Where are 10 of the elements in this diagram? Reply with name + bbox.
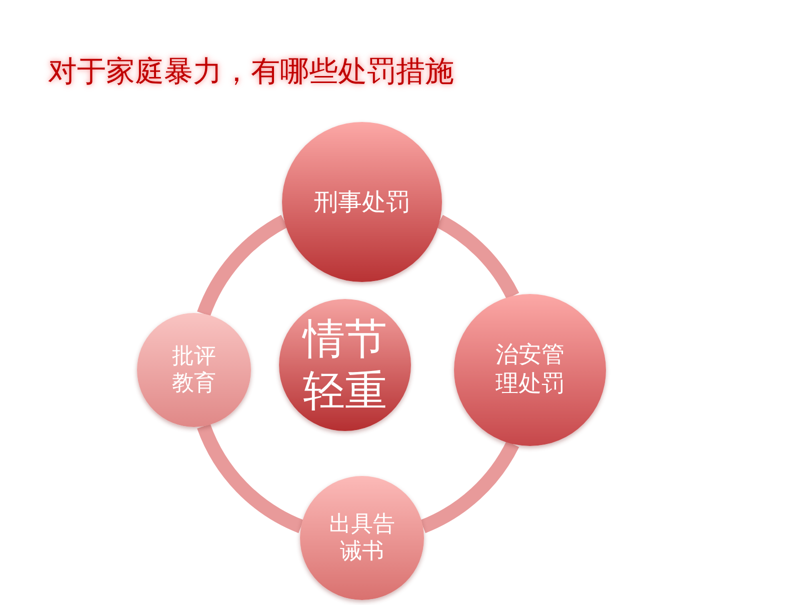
ring-connector xyxy=(197,215,288,317)
node-label: 情节轻重 xyxy=(301,312,388,417)
node-label: 批评教育 xyxy=(170,342,217,398)
ring-connector xyxy=(197,423,304,533)
node-label: 出具告诫书 xyxy=(328,510,396,566)
ring-connector xyxy=(420,440,519,533)
node-label: 治安管理处罚 xyxy=(494,341,566,399)
title: 对于家庭暴力，有哪些处罚措施 xyxy=(48,53,454,90)
node-label: 刑事处罚 xyxy=(312,187,411,217)
ring-connector xyxy=(436,215,519,300)
